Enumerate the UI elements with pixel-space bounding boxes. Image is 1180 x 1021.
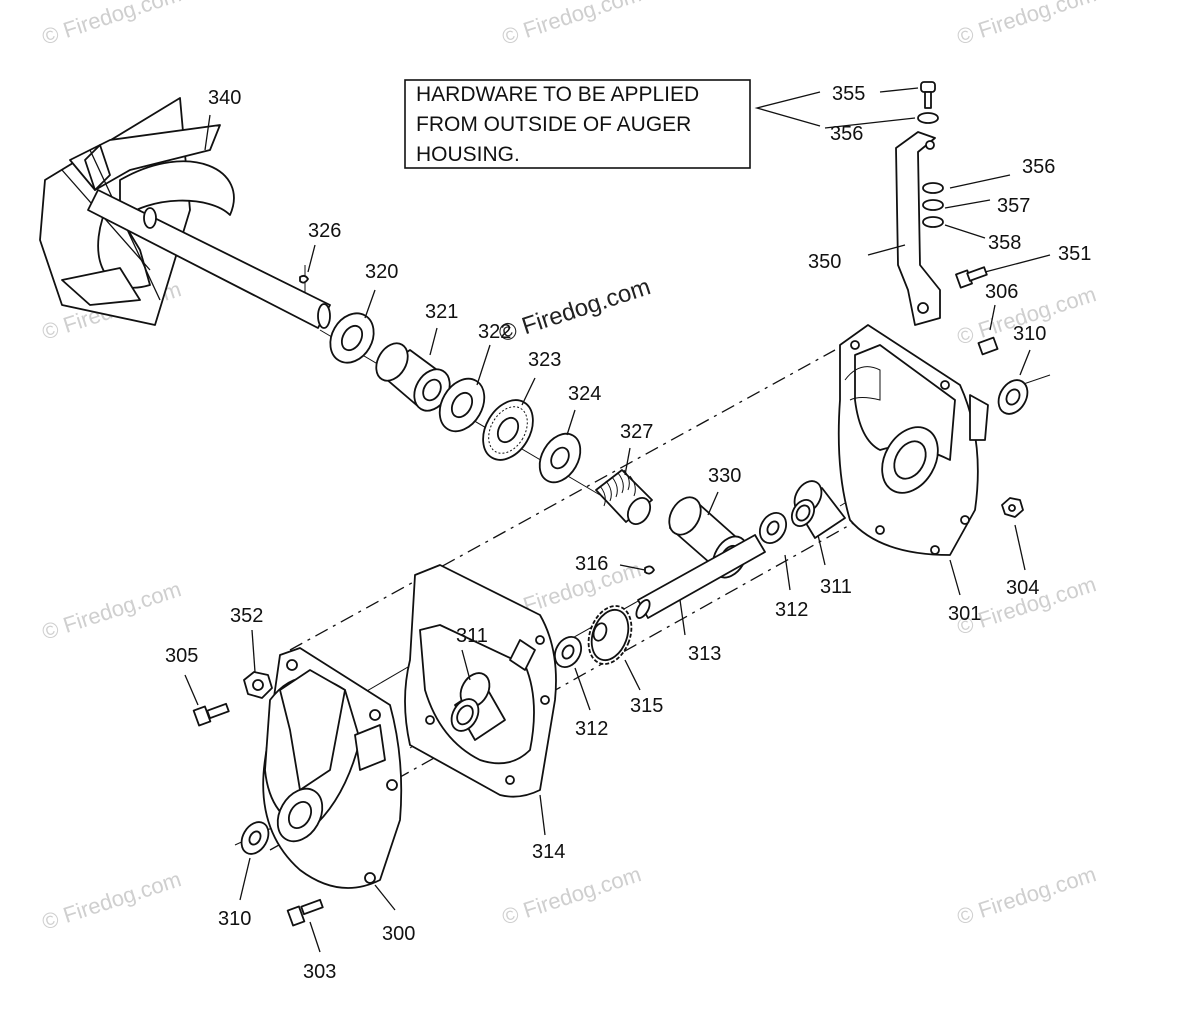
leader-lines <box>184 87 1051 953</box>
label-330: 330 <box>708 465 741 487</box>
label-316: 316 <box>575 553 608 575</box>
auger-340 <box>39 97 331 329</box>
gear-315 <box>587 605 633 665</box>
washer-320 <box>329 312 375 364</box>
label-312-left: 312 <box>575 718 608 740</box>
bearing-311-left <box>450 672 506 741</box>
washer-356-top <box>917 112 939 124</box>
watermark: © Firedog.com <box>39 576 184 644</box>
note-line-3: HOUSING. <box>416 143 520 166</box>
label-321: 321 <box>425 301 458 323</box>
shaft-313 <box>635 534 766 619</box>
label-315: 315 <box>630 695 663 717</box>
worm-327 <box>595 469 653 526</box>
washer-322 <box>438 377 486 433</box>
label-324: 324 <box>568 383 601 405</box>
bearing-310-left <box>240 821 270 855</box>
key-326 <box>299 274 309 284</box>
housing-301 <box>837 324 989 556</box>
bolt-305 <box>192 702 230 727</box>
label-311-right: 311 <box>820 576 852 598</box>
label-310-left: 310 <box>218 908 251 930</box>
label-357: 357 <box>997 195 1030 217</box>
label-327: 327 <box>620 421 653 443</box>
label-356-left: 356 <box>830 123 863 145</box>
label-350: 350 <box>808 251 841 273</box>
watermark: © Firedog.com <box>499 861 644 929</box>
label-326: 326 <box>308 220 341 242</box>
label-313: 313 <box>688 643 721 665</box>
bolt-355 <box>920 81 936 109</box>
bearing-311-right <box>790 480 846 539</box>
center-watermark: © Firedog.com <box>496 273 654 347</box>
watermark: © Firedog.com <box>39 0 184 50</box>
nut-352 <box>243 671 273 699</box>
thrust-bearing-323 <box>482 399 534 461</box>
note-line-1: HARDWARE TO BE APPLIED <box>416 83 699 106</box>
label-312-right: 312 <box>775 599 808 621</box>
bracket-350 <box>895 131 941 326</box>
washer-312-left <box>553 636 583 668</box>
label-314: 314 <box>532 841 565 863</box>
label-356-right: 356 <box>1022 156 1055 178</box>
label-323: 323 <box>528 349 561 371</box>
label-358: 358 <box>988 232 1021 254</box>
label-310-right: 310 <box>1013 323 1046 345</box>
label-300: 300 <box>382 923 415 945</box>
label-352: 352 <box>230 605 263 627</box>
label-322: 322 <box>478 321 511 343</box>
bolt-303 <box>286 898 324 927</box>
label-351: 351 <box>1058 243 1091 265</box>
hardware-note: HARDWARE TO BE APPLIED FROM OUTSIDE OF A… <box>404 79 821 169</box>
watermark: © Firedog.com <box>39 866 184 934</box>
label-305: 305 <box>165 645 198 667</box>
label-303: 303 <box>303 961 336 983</box>
label-311-left: 311 <box>456 625 488 647</box>
washer-324 <box>538 432 582 484</box>
washer-312-right <box>758 512 788 544</box>
label-355: 355 <box>832 83 865 105</box>
key-316 <box>644 565 655 575</box>
nut-304 <box>1001 497 1024 518</box>
part-labels: 340 326 320 321 322 323 324 327 330 316 … <box>165 83 1091 983</box>
watermark: © Firedog.com <box>499 0 644 50</box>
washer-stack <box>922 182 944 228</box>
note-line-2: FROM OUTSIDE OF AUGER <box>416 113 691 136</box>
bolt-351 <box>955 266 988 289</box>
label-306: 306 <box>985 281 1018 303</box>
watermark: © Firedog.com <box>954 861 1099 929</box>
label-320: 320 <box>365 261 398 283</box>
label-304: 304 <box>1006 577 1039 599</box>
set-screw-306 <box>977 336 999 356</box>
watermark: © Firedog.com <box>954 0 1099 50</box>
housing-300 <box>262 647 403 889</box>
bearing-310-right <box>997 379 1029 415</box>
label-340: 340 <box>208 87 241 109</box>
label-301: 301 <box>948 603 981 625</box>
